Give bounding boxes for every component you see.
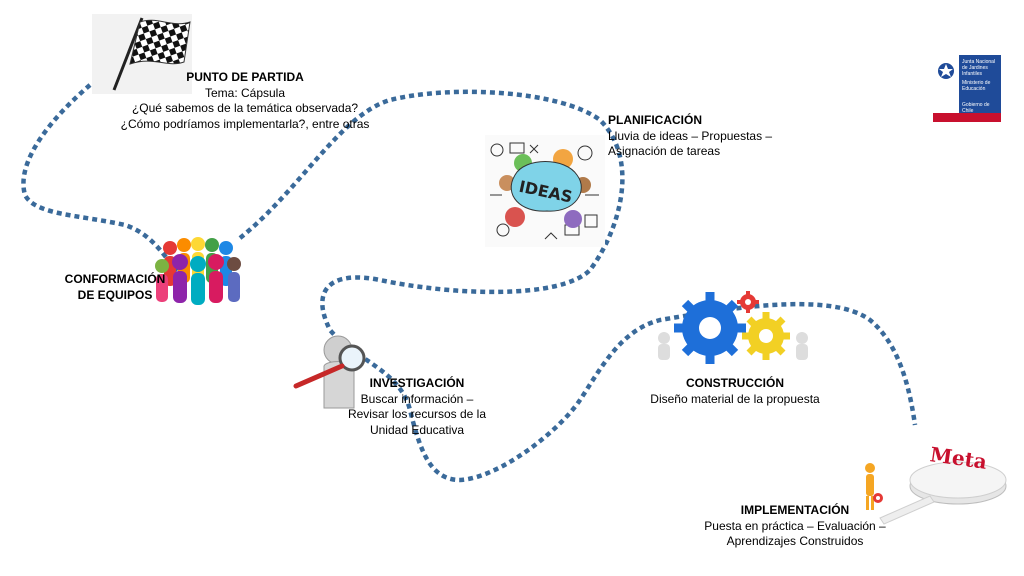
teams-line-2: DE EQUIPOS [77, 287, 153, 302]
research-label: INVESTIGACIÓN Buscar información – Revis… [322, 376, 512, 438]
research-line-3: Unidad Educativa [369, 422, 465, 437]
logo-government: Gobierno de Chile [962, 102, 990, 114]
implementation-label: IMPLEMENTACIÓN Puesta en práctica – Eval… [690, 503, 900, 550]
implementation-line-1: Puesta en práctica – Evaluación – [704, 518, 886, 533]
logo-name: Junta Nacional de Jardines Infantiles [962, 59, 996, 77]
planning-line-1: Lluvia de ideas – Propuestas – [608, 128, 773, 143]
research-line-2: Revisar los recursos de la [347, 407, 487, 421]
teams-line-1: CONFORMACIÓN [64, 272, 166, 286]
start-line-1: Tema: Cápsula [204, 85, 286, 100]
checkered-flag-icon [92, 14, 192, 94]
planning-label: PLANIFICACIÓN Lluvia de ideas – Propuest… [608, 113, 778, 160]
research-title: INVESTIGACIÓN [369, 376, 465, 390]
construction-label: CONSTRUCCIÓN Diseño material de la propu… [640, 376, 830, 407]
research-line-1: Buscar información – [360, 391, 474, 406]
planning-title: PLANIFICACIÓN [608, 113, 702, 127]
construction-line-1: Diseño material de la propuesta [650, 391, 820, 406]
construction-title: CONSTRUCCIÓN [686, 376, 784, 390]
gears-icon [658, 291, 808, 364]
teams-label: CONFORMACIÓN DE EQUIPOS [55, 272, 175, 303]
coat-of-arms-icon [938, 63, 954, 79]
start-line-2: ¿Qué sabemos de la temática observada? [131, 101, 359, 115]
implementation-title: IMPLEMENTACIÓN [740, 503, 850, 517]
start-line-3: ¿Cómo podríamos implementarla?, entre ot… [120, 116, 370, 131]
magnifier-person-icon [293, 335, 366, 409]
institution-logo: Junta Nacional de Jardines Infantiles Mi… [933, 55, 1001, 122]
ideas-collage-icon: IDEAS [485, 135, 605, 247]
team-circle-icon [155, 237, 241, 305]
logo-ministry: Ministerio de Educación [962, 80, 991, 92]
goal-podium-icon [865, 461, 1007, 525]
planning-line-2: Asignación de tareas [608, 144, 721, 158]
start-label: PUNTO DE PARTIDA Tema: Cápsula ¿Qué sabe… [100, 70, 390, 132]
start-title: PUNTO DE PARTIDA [186, 70, 304, 84]
implementation-line-2: Aprendizajes Construidos [726, 534, 864, 548]
